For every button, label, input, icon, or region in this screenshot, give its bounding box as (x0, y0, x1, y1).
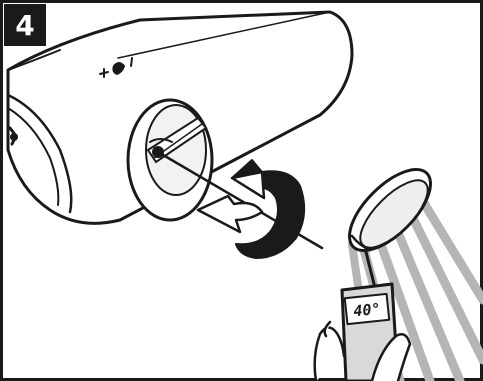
step-number-badge: 4 (4, 4, 46, 46)
thermometer-reading: 40° (347, 298, 387, 322)
